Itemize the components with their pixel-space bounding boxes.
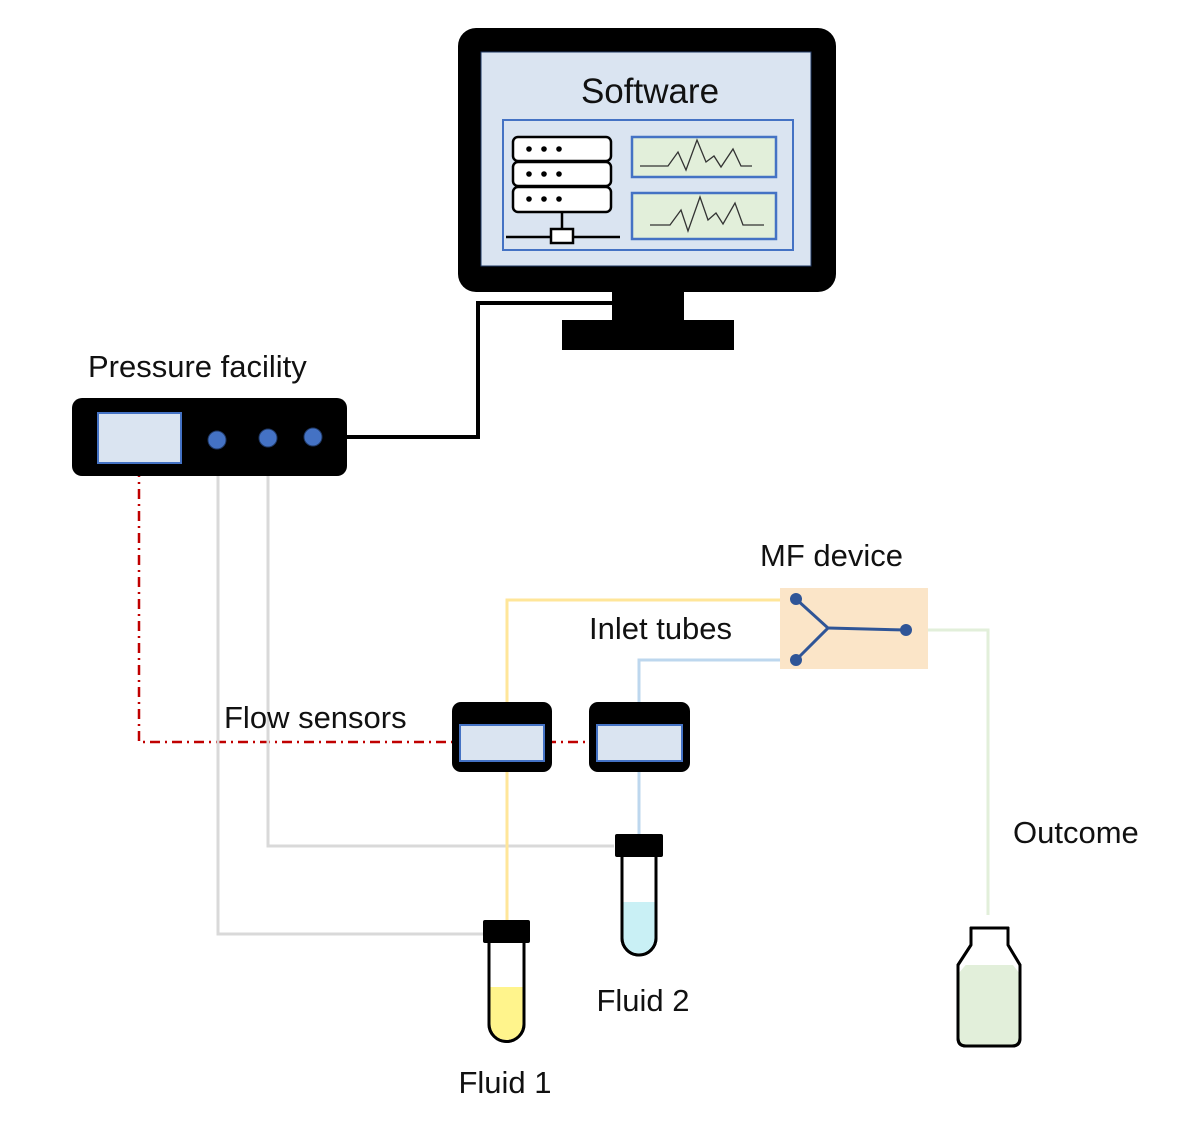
fluid-2-label: Fluid 2 — [596, 983, 689, 1018]
collection-bottle-icon — [956, 926, 1022, 1048]
server-stack-icon — [506, 135, 620, 245]
test-tube-icon — [615, 834, 663, 957]
connection-lines — [137, 301, 990, 936]
flow-sensor-icon — [452, 702, 552, 772]
fluid-2-tube: Fluid 2 — [596, 834, 690, 1018]
flow-sensor-2 — [589, 702, 690, 772]
microfluidic-chip-icon — [780, 588, 928, 669]
waveform-graph-icon — [630, 135, 778, 179]
pressure-facility-label: Pressure facility — [88, 349, 307, 384]
fluid-1-tube: Fluid 1 — [458, 920, 552, 1100]
test-tube-icon — [483, 920, 530, 1043]
pressure-port-3 — [303, 427, 323, 447]
pressure-port-2 — [258, 428, 278, 448]
pressure-line-fluid-1 — [216, 450, 484, 936]
software-label: Software — [581, 72, 719, 111]
inlet-tubes-label: Inlet tubes — [589, 611, 732, 646]
waveform-graph-icon — [630, 191, 778, 241]
flow-sensor-icon — [589, 702, 690, 772]
pressure-port-1 — [207, 430, 227, 450]
outlet-line — [906, 628, 990, 915]
flow-sensors-label: Flow sensors — [224, 700, 407, 735]
outcome-label: Outcome — [1013, 815, 1139, 850]
fluid-1-line — [505, 598, 795, 920]
pressure-facility: Pressure facility — [72, 349, 347, 476]
data-cable — [345, 301, 612, 439]
outcome-bottle — [956, 926, 1022, 1048]
computer-monitor: Software — [458, 28, 836, 350]
control-signal-line — [137, 467, 588, 744]
fluid-2-line — [637, 658, 795, 835]
mf-device-label: MF device — [760, 538, 903, 573]
flow-sensor-1 — [452, 702, 552, 772]
microfluidic-chip — [780, 588, 928, 669]
fluid-1-label: Fluid 1 — [458, 1065, 551, 1100]
pressure-line-fluid-2 — [266, 448, 614, 848]
